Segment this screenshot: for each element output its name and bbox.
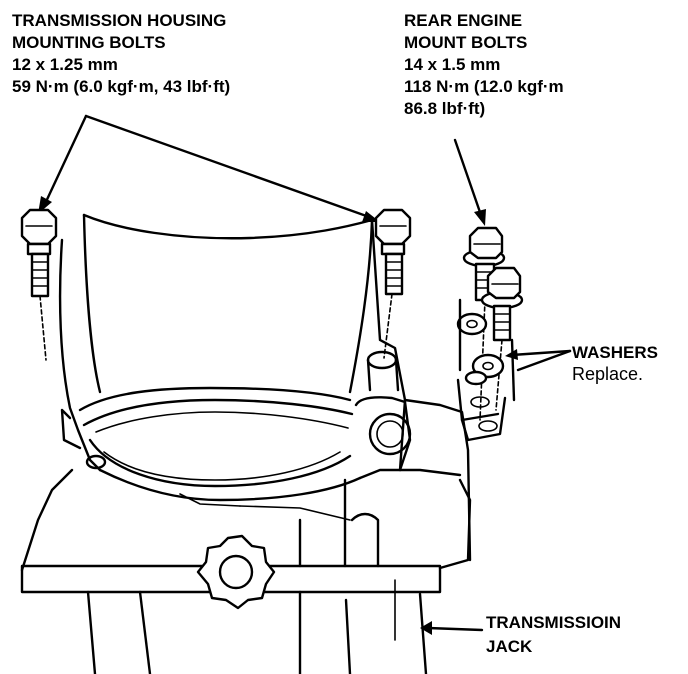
washer-leaders	[505, 349, 572, 372]
jack-label-line1: TRANSMISSIOIN	[486, 613, 622, 632]
washers-note: Replace.	[572, 364, 644, 384]
rear-mount-size: 14 x 1.5 mm	[404, 55, 501, 74]
housing-bolt-leaders	[38, 114, 380, 222]
transmission-housing	[20, 213, 472, 572]
right-housing-bolt	[374, 208, 412, 359]
housing-bolts-subtitle: MOUNTING BOLTS	[12, 33, 166, 52]
jack-leader	[420, 621, 484, 635]
rear-mount-title: REAR ENGINE	[404, 11, 523, 30]
jack-label-line2: JACK	[486, 637, 533, 656]
housing-bolts-title: TRANSMISSION HOUSING	[12, 11, 227, 30]
left-housing-bolt	[20, 208, 58, 361]
rear-mount-torque: 118 N·m (12.0 kgf·m	[404, 77, 564, 96]
rear-mount-leader	[453, 138, 486, 226]
rear-mount-torque-lbf: 86.8 lbf·ft)	[404, 99, 486, 118]
washers-label: WASHERS	[572, 343, 658, 362]
housing-bolts-size: 12 x 1.25 mm	[12, 55, 118, 74]
lower-casing	[20, 478, 472, 674]
washers	[456, 312, 505, 386]
rear-mount-bolt-lower	[480, 266, 524, 411]
jack-adjuster-nut	[196, 534, 276, 610]
rear-mount-subtitle: MOUNT BOLTS	[404, 33, 528, 52]
housing-bolts-torque: 59 N·m (6.0 kgf·m, 43 lbf·ft)	[12, 77, 231, 96]
mount-bracket	[456, 298, 516, 442]
